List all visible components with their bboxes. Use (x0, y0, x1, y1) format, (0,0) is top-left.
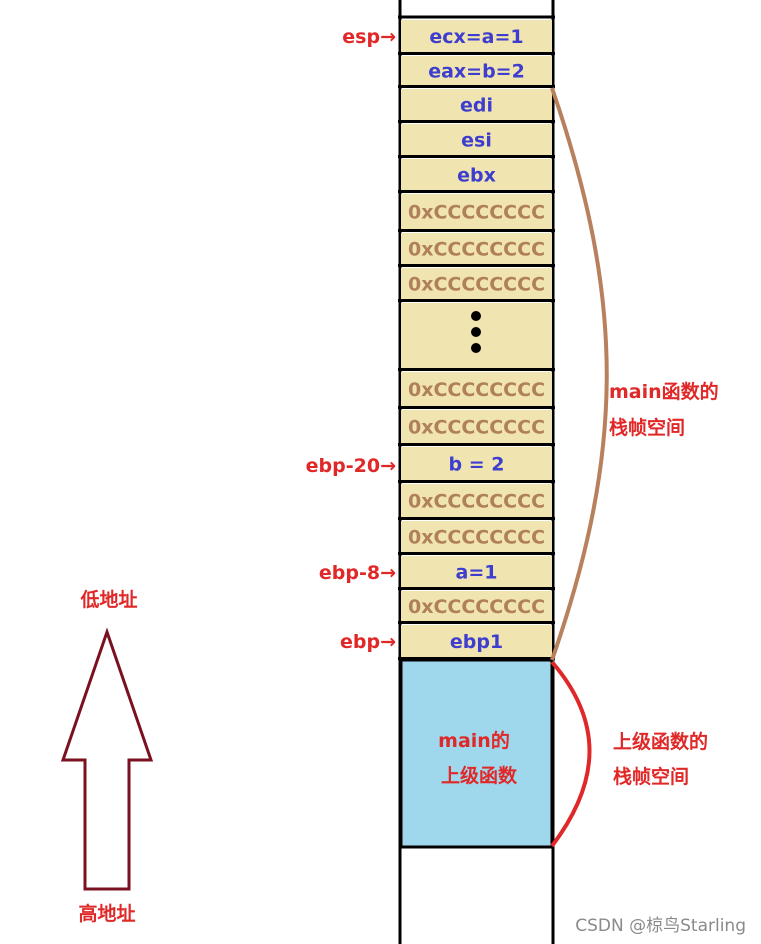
main-frame-label-line1: main函数的 (609, 380, 719, 403)
stack-cell-label-5: 0xCCCCCCCC (408, 202, 545, 224)
ebp-20-pointer-label: ebp-20→ (306, 455, 396, 477)
stack-cell-2 (401, 89, 552, 120)
stack-cell-6 (401, 233, 552, 264)
stack-cell-16 (401, 625, 552, 657)
stack-cell-7 (401, 268, 552, 299)
stack-cell-14 (401, 556, 552, 587)
stack-cell-label-2: edi (460, 95, 493, 117)
stack-cell-label-3: esi (461, 130, 492, 152)
caller-frame-label-line1: 上级函数的 (613, 730, 708, 753)
stack-cell-4 (401, 159, 552, 190)
ellipsis-dot-0 (471, 311, 481, 321)
caller-frame-brace (550, 660, 592, 848)
stack-cell-3 (401, 124, 552, 155)
main-frame-label-line2: 栈帧空间 (609, 416, 685, 439)
caller-block-line2: 上级函数 (441, 764, 518, 787)
stack-cell-13 (401, 521, 552, 552)
stack-cell-15 (401, 591, 552, 621)
stack-cell-0 (401, 20, 552, 52)
stack-cell-label-7: 0xCCCCCCCC (408, 274, 545, 296)
caller-frame-label-line2: 栈帧空间 (613, 765, 689, 788)
stack-cell-5 (401, 194, 552, 229)
stack-cell-label-9: 0xCCCCCCCC (408, 379, 545, 401)
stack-cell-label-14: a=1 (456, 562, 498, 584)
stack-cell-label-12: 0xCCCCCCCC (408, 491, 545, 513)
stack-cell-label-16: ebp1 (450, 631, 503, 653)
stack-cell-label-1: eax=b=2 (428, 61, 525, 83)
caller-frame-block (399, 658, 554, 849)
stack-cell-label-15: 0xCCCCCCCC (408, 596, 545, 618)
ellipsis-dot-2 (471, 343, 481, 353)
stack-cell-label-4: ebx (457, 165, 496, 187)
ebp-8-pointer-label: ebp-8→ (319, 562, 396, 584)
stack-cell-12 (401, 484, 552, 517)
stack-cell-label-10: 0xCCCCCCCC (408, 417, 545, 439)
stack-cell-label-13: 0xCCCCCCCC (408, 527, 545, 549)
stack-cell-label-6: 0xCCCCCCCC (408, 239, 545, 261)
ebp-pointer-label: ebp→ (340, 631, 396, 653)
ellipsis-dot-1 (471, 327, 481, 337)
low-address-label: 低地址 (79, 588, 137, 611)
caller-block-line1: main的 (438, 729, 510, 752)
watermark: CSDN @椋鸟Starling (575, 916, 746, 936)
address-direction-arrow (60, 627, 154, 891)
stack-cell-1 (401, 56, 552, 85)
stack-cell-label-11: b = 2 (449, 454, 505, 476)
stack-cell-10 (401, 410, 552, 443)
high-address-label: 高地址 (78, 902, 135, 925)
esp-pointer-label: esp→ (342, 26, 396, 48)
main-frame-brace (550, 87, 609, 661)
stack-cell-label-0: ecx=a=1 (429, 26, 523, 48)
stack-cells: ecx=a=1 eax=b=2 edi esi ebx 0xCCCCCCCC 0xCCCCC… (398, 20, 555, 660)
stack-cell-11 (401, 447, 552, 480)
stack-cell-9 (401, 372, 552, 406)
